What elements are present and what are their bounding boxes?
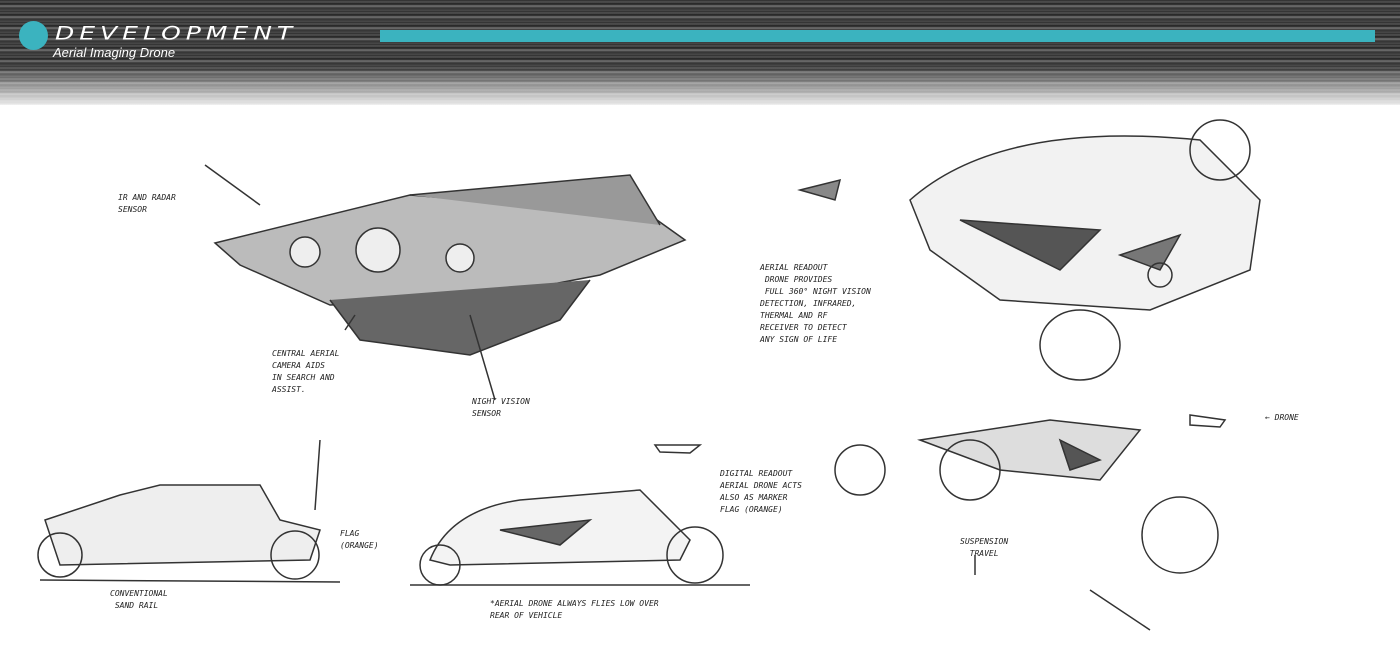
note-flies-low: *Aerial drone always flies low over rear… (490, 599, 659, 620)
note-flag: Flag (orange) (340, 529, 379, 550)
note-aerial-readout: Aerial readout drone provides full 360° … (760, 263, 871, 344)
header-banner: DEVELOPMENT Aerial Imaging Drone (0, 0, 1400, 105)
page-title: DEVELOPMENT (55, 22, 298, 44)
note-ir-sensor: IR and radar sensor (118, 193, 176, 214)
accent-bar (380, 30, 1375, 42)
note-drone: ← Drone (1265, 413, 1299, 422)
note-central-camera: Central aerial camera aids in search and… (272, 349, 340, 394)
drone-main-sketch (204, 164, 687, 401)
suspension-sketch (834, 414, 1227, 631)
note-digital-readout: Digital readout aerial drone acts also a… (720, 469, 802, 514)
drone-top-right-sketch (797, 119, 1261, 381)
accent-circle (19, 21, 48, 50)
note-night-vision: Night vision sensor (472, 397, 530, 418)
vehicle-drone-sketch (410, 444, 750, 586)
sand-rail-sketch (37, 439, 341, 583)
note-suspension: Suspension travel (960, 537, 1009, 558)
page-subtitle: Aerial Imaging Drone (53, 45, 176, 60)
note-sand-rail: Conventional sand rail (110, 589, 168, 610)
